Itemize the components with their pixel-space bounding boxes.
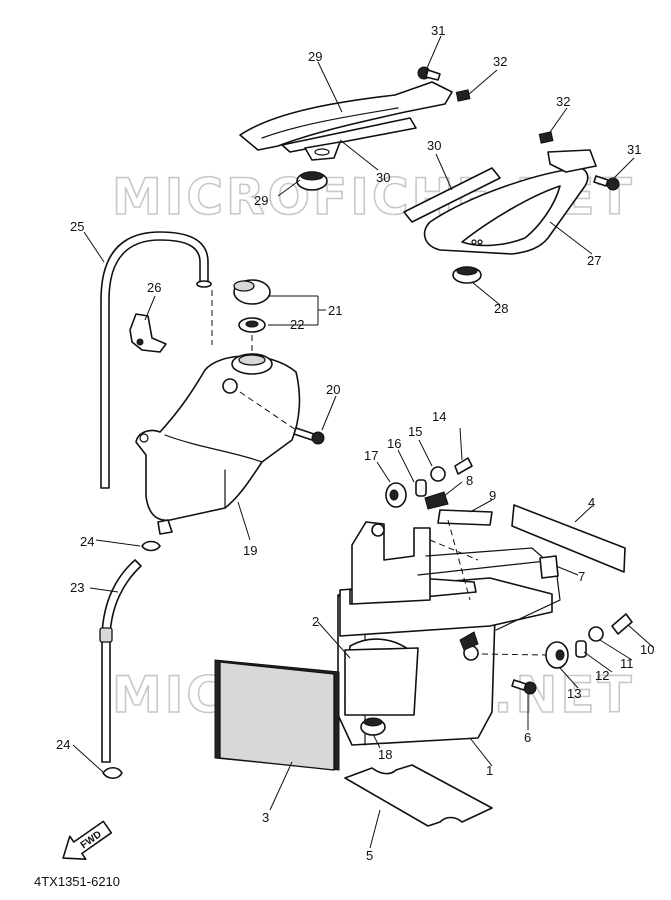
catalog-code: 4TX1351-6210 xyxy=(34,874,120,889)
callout-29-left: 29 xyxy=(254,193,268,208)
part-30-bolt-right xyxy=(593,175,620,191)
callout-22: 22 xyxy=(290,317,304,332)
part-12-collar xyxy=(575,640,587,658)
part-7-bracket xyxy=(539,555,559,579)
callout-19: 19 xyxy=(243,543,257,558)
part-21-cap xyxy=(233,279,271,305)
part-32-damper-right xyxy=(538,131,554,144)
part-8-block xyxy=(424,491,449,510)
callout-14: 14 xyxy=(432,409,446,424)
part-29-grommet-left xyxy=(296,171,328,191)
callout-3: 3 xyxy=(262,810,269,825)
callout-32-upper: 32 xyxy=(493,54,507,69)
part-29-grommet-right xyxy=(452,266,482,284)
callout-29-right: 28 xyxy=(494,301,508,316)
part-4-strap xyxy=(511,504,626,573)
callout-24-lower: 24 xyxy=(56,737,70,752)
callout-8: 8 xyxy=(466,473,473,488)
part-22-gasket xyxy=(238,317,266,333)
callout-16: 16 xyxy=(387,436,401,451)
callout-17: 17 xyxy=(364,448,378,463)
part-17-spacer xyxy=(385,482,407,508)
callout-7: 7 xyxy=(578,569,585,584)
part-10-bolt xyxy=(611,613,633,635)
part-24-clip-lower xyxy=(102,766,123,780)
callout-15: 15 xyxy=(408,424,422,439)
callout-13: 13 xyxy=(567,686,581,701)
callout-4: 4 xyxy=(588,495,595,510)
part-25-hose-end xyxy=(196,280,212,288)
callout-20: 20 xyxy=(326,382,340,397)
callout-18: 18 xyxy=(378,747,392,762)
part-5-lower-plate xyxy=(344,764,493,827)
part-18-grommet xyxy=(360,717,386,736)
part-31-strip-right xyxy=(403,167,501,223)
part-9-band xyxy=(437,509,493,526)
fwd-arrow-icon: FWD xyxy=(62,820,113,861)
part-20-bolt xyxy=(293,427,325,445)
callout-23: 23 xyxy=(70,580,84,595)
leader-lines xyxy=(72,35,655,849)
part-26-clamp xyxy=(129,313,167,353)
callout-30-upper: 31 xyxy=(431,23,445,38)
callout-28: 29 xyxy=(308,49,322,64)
callout-31-left: 30 xyxy=(376,170,390,185)
part-32-damper-upper xyxy=(455,89,471,102)
callout-6: 6 xyxy=(524,730,531,745)
part-2-pad xyxy=(344,647,419,716)
part-14-bolt xyxy=(454,457,473,475)
callout-25: 25 xyxy=(70,219,84,234)
part-15-washer xyxy=(430,466,446,482)
part-19-reservoir-tank xyxy=(135,353,301,535)
part-1-battery-box xyxy=(337,521,561,746)
part-27-side-cover-right xyxy=(423,149,597,255)
part-6-bolt xyxy=(511,679,537,695)
part-30-bolt-upper xyxy=(417,66,441,81)
part-24-clip-upper xyxy=(141,540,161,552)
callout-1: 1 xyxy=(486,763,493,778)
callout-12: 12 xyxy=(595,668,609,683)
part-28-side-cover xyxy=(239,81,453,161)
part-16-collar xyxy=(415,479,427,497)
callout-24-upper: 24 xyxy=(80,534,94,549)
part-13-spacer xyxy=(545,641,569,669)
callout-5: 5 xyxy=(366,848,373,863)
callout-27: 27 xyxy=(587,253,601,268)
callout-11: 11 xyxy=(620,656,634,671)
part-23-hose xyxy=(101,559,142,763)
callout-32-right: 32 xyxy=(556,94,570,109)
callout-30-right: 31 xyxy=(627,142,641,157)
callout-10: 10 xyxy=(640,642,654,657)
callout-31-right: 30 xyxy=(427,138,441,153)
part-23-hose-fitting xyxy=(99,627,113,643)
part-11-washer xyxy=(588,626,604,642)
callout-labels: 31 29 32 30 29 32 30 31 27 28 25 26 21 2… xyxy=(56,23,654,863)
callout-2: 2 xyxy=(312,614,319,629)
part-3-plate xyxy=(214,659,340,771)
callout-26: 26 xyxy=(147,280,161,295)
callout-9: 9 xyxy=(489,488,496,503)
callout-21: 21 xyxy=(328,303,342,318)
